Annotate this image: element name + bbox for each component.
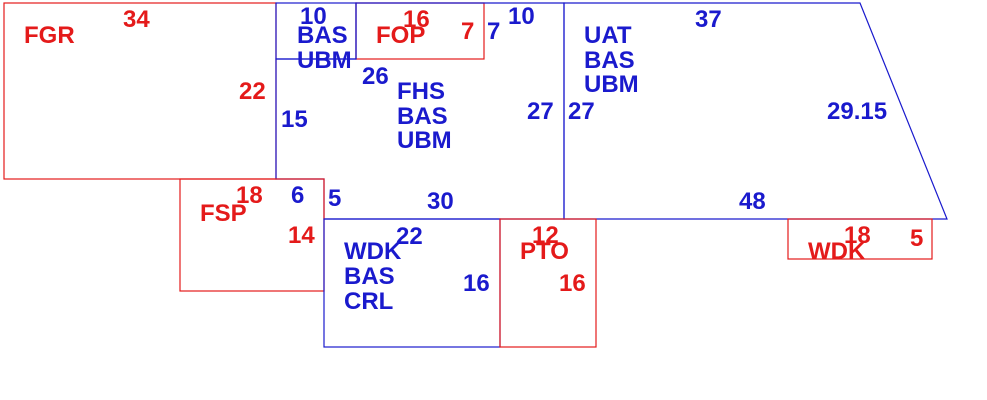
bas-small-top-dim: 10: [300, 3, 327, 30]
fgr-label: FGR: [24, 22, 75, 49]
fgr-side-dim: 22: [239, 78, 266, 105]
uat-slope-dim: 29.15: [827, 98, 887, 125]
uat-bottom-dim: 48: [739, 188, 766, 215]
fhs-dim-27: 27: [527, 98, 554, 125]
fop-side-dim: 7: [461, 18, 474, 45]
pto-top-dim: 12: [532, 222, 559, 249]
uat-line-2: BAS: [584, 47, 635, 74]
bas-small-line-1: BAS: [297, 22, 348, 49]
outline-pto[interactable]: [499, 218, 597, 348]
wdk-crl-top-dim: 22: [396, 223, 423, 250]
fhs-dim-7: 7: [487, 18, 500, 45]
uat-line-1: UAT: [584, 22, 632, 49]
fhs-line-3: UBM: [397, 127, 452, 154]
fop-top-dim: 16: [403, 6, 430, 33]
fhs-dim-26: 26: [362, 63, 389, 90]
wdk-small-side-dim: 5: [910, 225, 923, 252]
fsp-dim-6: 6: [291, 182, 304, 209]
fsp-label: FSP: [200, 200, 247, 227]
fsp-top-dim: 18: [236, 182, 263, 209]
outlines: [3, 2, 948, 348]
fgr-top-dim: 34: [123, 6, 150, 33]
uat-line-3: UBM: [584, 71, 639, 98]
fhs-line-2: BAS: [397, 103, 448, 130]
wdk-small-top-dim: 18: [844, 222, 871, 249]
fhs-dim-30: 30: [427, 188, 454, 215]
pto-side-dim: 16: [559, 270, 586, 297]
uat-top-dim: 37: [695, 6, 722, 33]
fhs-dim-15: 15: [281, 106, 308, 133]
wdk-small-label: WDK: [808, 238, 866, 265]
fhs-line-1: FHS: [397, 78, 445, 105]
fsp-side-dim: 14: [288, 222, 315, 249]
fop-label: FOP: [376, 22, 425, 49]
wdk-crl-line-2: BAS: [344, 263, 395, 290]
fhs-dim-5: 5: [328, 185, 341, 212]
outline-wdk-small[interactable]: [787, 218, 933, 260]
fhs-dim-10: 10: [508, 3, 535, 30]
wdk-crl-side-dim: 16: [463, 270, 490, 297]
uat-left-dim: 27: [568, 98, 595, 125]
wdk-crl-line-1: WDK: [344, 238, 402, 265]
bas-small-line-2: UBM: [297, 47, 352, 74]
outline-uat[interactable]: [563, 2, 948, 220]
wdk-crl-line-3: CRL: [344, 288, 393, 315]
pto-label: PTO: [520, 238, 569, 265]
